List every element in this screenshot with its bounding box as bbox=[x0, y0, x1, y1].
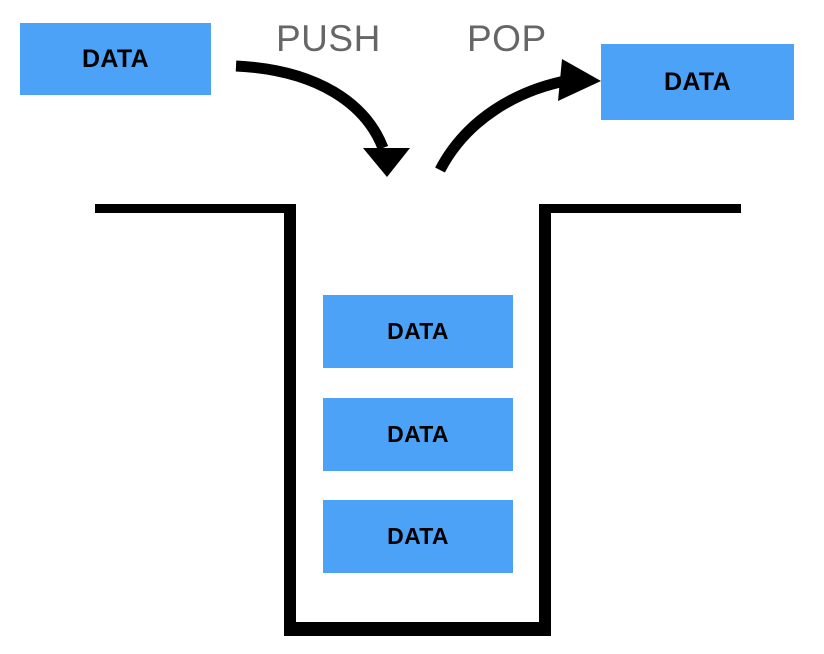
source-data-box[interactable]: DATA bbox=[20, 23, 211, 95]
stack-item-0-label: DATA bbox=[387, 318, 449, 344]
popped-data-box[interactable]: DATA bbox=[601, 44, 794, 120]
stack-right-lip bbox=[539, 204, 741, 213]
push-arrow-head bbox=[363, 148, 410, 177]
stack-item-1-label: DATA bbox=[387, 421, 449, 447]
popped-data-box-label: DATA bbox=[664, 67, 731, 96]
stack-item-1[interactable]: DATA bbox=[323, 398, 513, 471]
pop-arrow-head bbox=[558, 59, 601, 101]
pop-label: POP bbox=[467, 18, 547, 59]
stack-item-2-label: DATA bbox=[387, 523, 449, 549]
stack-right-wall bbox=[539, 204, 551, 636]
push-label: PUSH bbox=[276, 18, 381, 59]
stack-left-wall bbox=[284, 204, 296, 636]
stack-left-lip bbox=[95, 204, 296, 213]
pop-arrow-curve bbox=[435, 74, 572, 173]
push-arrow-curve bbox=[235, 60, 389, 151]
source-data-box-label: DATA bbox=[82, 44, 149, 73]
stack-item-0[interactable]: DATA bbox=[323, 295, 513, 368]
stack-item-2[interactable]: DATA bbox=[323, 500, 513, 573]
stack-floor bbox=[284, 622, 551, 636]
